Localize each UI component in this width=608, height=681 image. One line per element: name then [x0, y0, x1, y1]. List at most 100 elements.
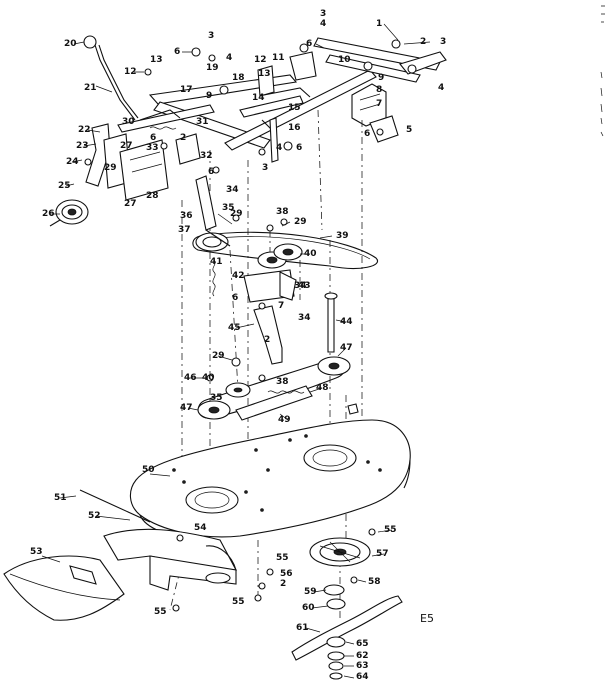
part-label: 25: [58, 181, 71, 191]
part-label: 5: [406, 125, 412, 135]
part-label: 47: [340, 343, 353, 353]
edge-marks: [600, 5, 605, 137]
part-label: 31: [196, 117, 209, 127]
part-label: 53: [30, 547, 43, 557]
part-label: 36: [180, 211, 193, 221]
part-label: 44: [340, 317, 353, 327]
part-label: 40: [202, 373, 215, 383]
part-label: 2: [180, 133, 186, 143]
part-label: 21: [84, 83, 97, 93]
part-label: 13: [150, 55, 163, 65]
upper-belt-assembly: [192, 166, 379, 365]
part-label: 6: [174, 47, 180, 57]
part-label: 29: [230, 209, 243, 219]
part-label: 10: [338, 55, 351, 65]
part-label: 55: [232, 597, 245, 607]
part-label: 12: [124, 67, 137, 77]
part-label: 34: [294, 281, 307, 291]
part-label: 9: [378, 73, 384, 83]
part-label: 55: [276, 553, 289, 563]
part-label: 12: [254, 55, 267, 65]
part-label: 27: [124, 199, 137, 209]
part-label: 2: [420, 37, 426, 47]
part-label: 62: [356, 651, 369, 661]
part-label: 39: [336, 231, 349, 241]
part-label: 7: [278, 301, 284, 311]
part-label: 4: [438, 83, 444, 93]
part-label: 1: [376, 19, 382, 29]
part-label: 43: [298, 281, 311, 291]
upper-linkage-assembly: [49, 35, 447, 227]
part-label: 16: [288, 123, 301, 133]
part-label: 19: [206, 63, 219, 73]
part-label: 8: [376, 85, 382, 95]
part-label: 6: [150, 133, 156, 143]
part-label: 26: [42, 209, 55, 219]
part-label: 38: [276, 377, 289, 387]
deck-front-baffle: [79, 489, 237, 591]
part-label: 6: [306, 39, 312, 49]
part-label: 50: [142, 465, 155, 475]
part-label: 64: [356, 672, 369, 681]
leader-lines: [41, 23, 431, 679]
mower-deck: [129, 419, 411, 541]
part-label: 49: [278, 415, 291, 425]
part-label: 65: [356, 639, 369, 649]
part-label: 15: [288, 103, 301, 113]
part-label: 59: [304, 587, 317, 597]
part-label: 4: [226, 53, 232, 63]
part-label: 38: [276, 207, 289, 217]
deck-rivets: [172, 434, 382, 512]
part-label: 7: [376, 99, 382, 109]
part-label: 35: [222, 203, 235, 213]
part-label: 29: [104, 163, 117, 173]
part-label: 47: [180, 403, 193, 413]
part-label: 45: [228, 323, 241, 333]
part-label: 32: [200, 151, 213, 161]
part-label: 60: [302, 603, 315, 613]
part-label: 2: [280, 579, 286, 589]
part-label: 35: [210, 393, 223, 403]
part-label: 11: [272, 53, 285, 63]
part-label: 22: [78, 125, 91, 135]
part-label: 3: [262, 163, 268, 173]
part-label: 41: [210, 257, 223, 267]
part-label: 9: [206, 91, 212, 101]
part-label: 56: [280, 569, 293, 579]
part-label: 34: [226, 185, 239, 195]
discharge-chute: [3, 555, 125, 621]
part-label: 28: [146, 191, 159, 201]
part-label: 40: [304, 249, 317, 259]
part-label: 33: [146, 143, 159, 153]
part-label: 52: [88, 511, 101, 521]
part-label: 63: [356, 661, 369, 671]
part-label: 2: [264, 335, 270, 345]
part-label: 42: [232, 271, 245, 281]
hardware-nuts: [84, 39, 401, 166]
part-label: 37: [178, 225, 191, 235]
part-label: 30: [122, 117, 135, 127]
part-label: 34: [298, 313, 311, 323]
part-label: 48: [316, 383, 329, 393]
lower-belt-assembly: [197, 356, 359, 421]
part-label: 3: [320, 9, 326, 19]
figure-code-label: E5: [420, 612, 434, 625]
part-label: 4: [276, 143, 282, 153]
part-label: 27: [120, 141, 133, 151]
part-label: 61: [296, 623, 309, 633]
part-label: 6: [296, 143, 302, 153]
part-label: 54: [194, 523, 207, 533]
part-label: 17: [180, 85, 193, 95]
part-label: 29: [294, 217, 307, 227]
part-label: 18: [232, 73, 245, 83]
part-label: 4: [320, 19, 326, 29]
part-label: 13: [258, 69, 271, 79]
spindle-blade-assembly: [172, 528, 403, 680]
part-label: 6: [232, 293, 238, 303]
part-label: 20: [64, 39, 77, 49]
part-label: 3: [440, 37, 446, 47]
part-label: 58: [368, 577, 381, 587]
part-label: 23: [76, 141, 89, 151]
